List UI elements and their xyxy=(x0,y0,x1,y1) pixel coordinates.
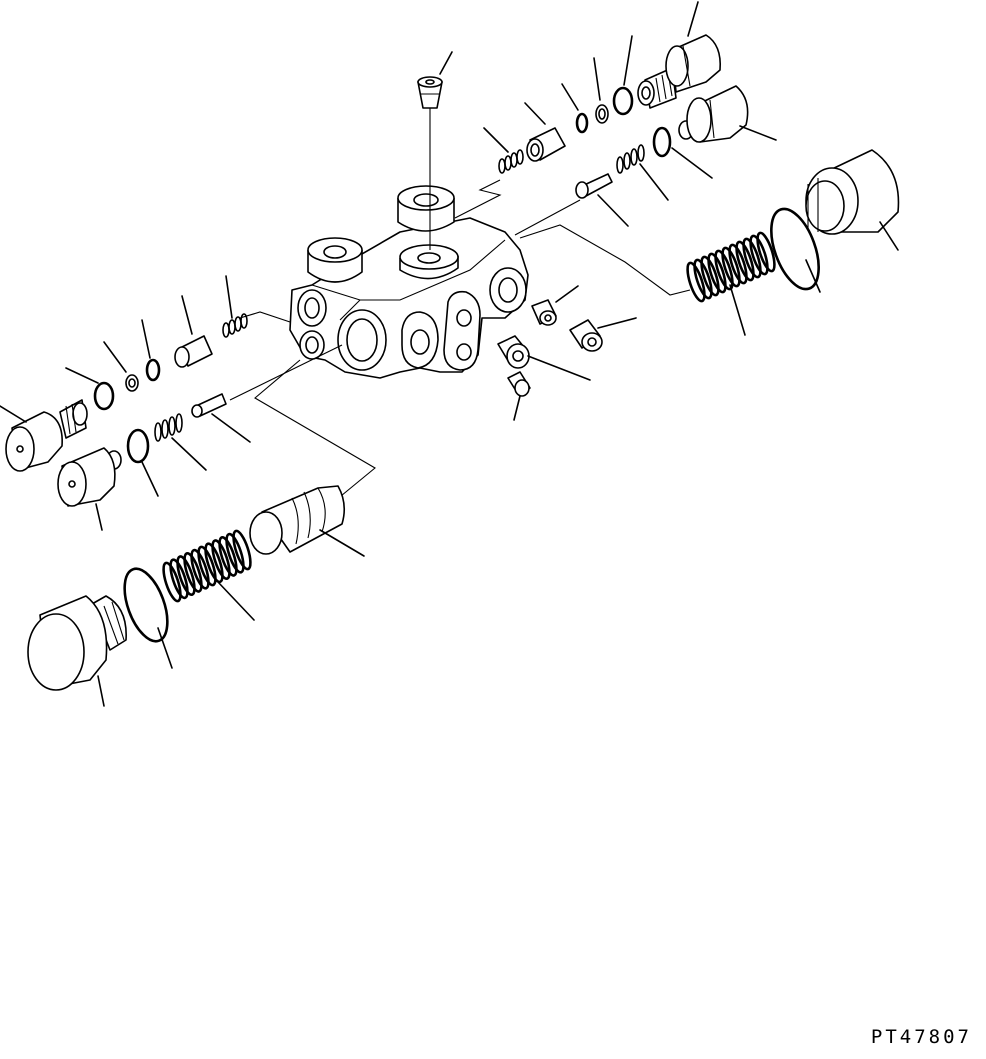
o-ring-left-1 xyxy=(93,381,115,411)
small-piston-upper-right xyxy=(526,127,566,162)
o-ring-upper-left xyxy=(145,358,161,382)
relief-valve-upper xyxy=(637,34,722,109)
spring-coil xyxy=(211,539,231,581)
port-boss-front xyxy=(399,244,459,280)
drawing-code: PT47807 xyxy=(870,1026,972,1048)
small-plug-3 xyxy=(497,335,530,369)
o-ring-mid-right xyxy=(652,126,672,158)
port-boss-rear xyxy=(397,185,455,232)
poppet-right xyxy=(575,173,613,199)
small-plug-4 xyxy=(507,371,531,397)
o-ring-large-right xyxy=(770,207,820,291)
relief-valve-left xyxy=(5,399,88,472)
spring-coil xyxy=(176,555,196,597)
spring-coil xyxy=(232,529,252,571)
spring-coil xyxy=(756,231,776,273)
spring-coil xyxy=(707,252,727,294)
main-spring-right xyxy=(686,231,776,303)
main-spring-left xyxy=(162,529,252,603)
spool xyxy=(249,485,346,555)
spring-coil xyxy=(742,237,762,279)
relief-valve-left-2 xyxy=(57,447,122,507)
small-piston-upper-left xyxy=(174,335,213,368)
port-boss-left xyxy=(307,237,363,283)
small-plug-2 xyxy=(569,319,603,352)
spring-coil xyxy=(218,535,238,577)
spring-coil xyxy=(225,532,245,574)
small-spring-upper-right xyxy=(498,149,524,174)
small-spring-mid-left xyxy=(154,413,183,442)
poppet-left xyxy=(191,393,227,418)
spring-coil xyxy=(693,258,713,300)
spring-coil xyxy=(700,255,720,297)
spring-coil xyxy=(721,246,741,288)
relief-valve-upper-2 xyxy=(678,85,749,143)
small-spring-upper-left xyxy=(222,313,248,338)
small-spring-mid-right xyxy=(616,144,645,174)
end-plug-right xyxy=(805,149,900,235)
spring-coil xyxy=(749,234,769,276)
spring-coil xyxy=(190,548,210,590)
top-plug xyxy=(417,76,443,109)
o-ring-large-left xyxy=(123,567,169,643)
spring-coil xyxy=(728,243,748,285)
o-ring-upper-2 xyxy=(612,86,634,116)
spring-coil xyxy=(686,261,706,303)
o-ring-left-2 xyxy=(126,428,150,464)
spring-coil xyxy=(162,561,182,603)
small-plug-1 xyxy=(531,299,557,326)
valve-body xyxy=(289,185,529,379)
spring-coil xyxy=(169,558,189,600)
spring-coil xyxy=(735,240,755,282)
spring-coil xyxy=(714,249,734,291)
o-ring-upper-1 xyxy=(575,112,589,134)
spring-coil xyxy=(204,542,224,584)
spring-coil xyxy=(183,551,203,593)
end-plug-left xyxy=(27,595,127,691)
assembly-lines xyxy=(229,100,691,506)
spring-coil xyxy=(197,545,217,587)
